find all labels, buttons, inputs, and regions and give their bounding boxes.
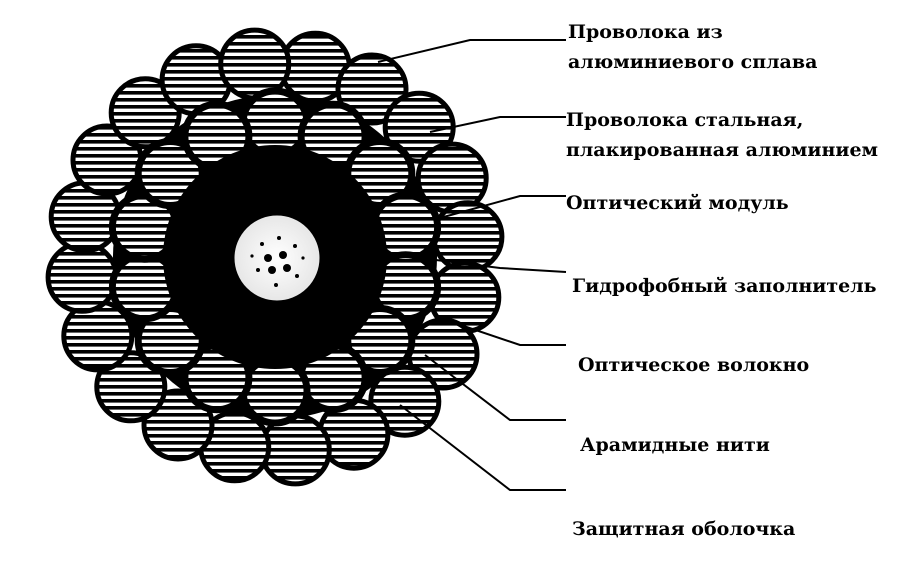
leader-line-aramid-yarns: [424, 354, 566, 421]
aluminum-alloy-wire: [368, 364, 442, 438]
leader-line-protective-sheath: [399, 404, 566, 491]
label-steel-wire-line2: плакированная алюминием: [566, 139, 879, 161]
leader-line-hydrophobic-filler: [419, 257, 567, 273]
label-protective-sheath: Защитная оболочка: [572, 518, 796, 540]
optical-fiber: [260, 242, 264, 246]
leader-line-optical-module: [439, 195, 566, 219]
optical-fiber: [301, 256, 305, 260]
aluminum-alloy-wire: [335, 52, 409, 126]
aluminum-alloy-wire: [108, 76, 182, 150]
optical-fiber: [268, 266, 276, 274]
label-optical-fiber: Оптическое волокно: [578, 354, 810, 376]
aluminum-alloy-wire: [45, 240, 119, 314]
optical-fiber: [274, 283, 278, 287]
optical-fiber: [250, 254, 254, 258]
inner-steel-wire-layer: [108, 87, 442, 427]
optical-fiber: [295, 274, 299, 278]
label-aluminum-alloy-wire-line1: Проволока из: [568, 21, 723, 43]
outer-wire-layer: [45, 27, 505, 487]
label-hydrophobic-filler: Гидрофобный заполнитель: [572, 275, 877, 297]
leader-lines: [377, 39, 567, 491]
optical-fiber: [283, 264, 291, 272]
label-aluminum-alloy-wire: Проволока из алюминиевого сплава: [568, 19, 817, 75]
optical-fiber: [277, 236, 281, 240]
optical-fibers: [250, 236, 305, 287]
leader-line-optical-fiber: [439, 317, 566, 346]
label-aramid-yarns: Арамидные нити: [580, 434, 770, 456]
label-steel-wire-line1: Проволока стальная,: [566, 109, 804, 131]
optical-module: [231, 212, 323, 304]
optical-fiber: [279, 251, 287, 259]
aluminum-alloy-wire: [141, 388, 215, 462]
label-steel-wire: Проволока стальная, плакированная алюмин…: [566, 107, 878, 163]
optical-fiber: [293, 244, 297, 248]
optical-fiber: [264, 254, 272, 262]
label-optical-module: Оптический модуль: [566, 192, 789, 214]
label-aluminum-alloy-wire-line2: алюминиевого сплава: [568, 51, 818, 73]
optical-fiber: [256, 268, 260, 272]
aluminum-alloy-wire: [94, 350, 168, 424]
leader-line-steel-wire: [429, 116, 566, 133]
leader-line-aluminum-wire: [377, 39, 566, 63]
